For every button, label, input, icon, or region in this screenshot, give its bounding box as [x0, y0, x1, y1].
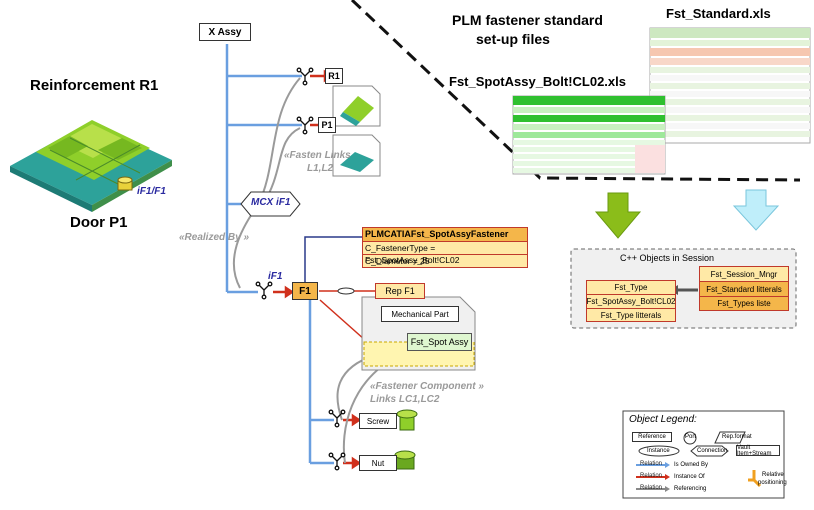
cpp-item-standard-litterals[interactable]: Fst_Standard litterals: [699, 281, 789, 296]
reinforcement-label: Reinforcement R1: [30, 77, 159, 94]
component-links-label-1: «Fastener Component »: [370, 381, 484, 392]
legend-vault: Vault Item+Stream: [736, 445, 780, 457]
legend-rep-format: Rep.format: [722, 434, 752, 440]
r1-document-icon: [332, 85, 381, 127]
position-nodes: [255, 67, 346, 471]
if1-label: iF1: [268, 271, 283, 282]
p1-document-icon: [332, 134, 381, 177]
legend-port: Port: [685, 434, 697, 440]
cpp-item-fst-type[interactable]: Fst_Type: [586, 280, 676, 294]
cpp-title: C++ Objects in Session: [620, 253, 715, 263]
legend-positioning: positioning: [758, 480, 787, 486]
nut-3d-icon: [394, 450, 416, 470]
legend-reference: Reference: [632, 432, 672, 442]
fasten-links-label-2: L1,L2: [307, 163, 334, 174]
fastener-diameter-row: C_Diameter = 25: [363, 255, 527, 267]
grey-curved-links: [232, 77, 401, 464]
cpp-item-session-mngr[interactable]: Fst_Session_Mngr: [699, 266, 789, 281]
fastener-type-row: C_FastenerType = Fst_SpotAssy_Bolt!CL02: [363, 242, 527, 265]
red-arrows: [273, 69, 362, 470]
nut-node[interactable]: Nut: [359, 455, 397, 471]
fastener-link-line: [304, 236, 362, 285]
legend-instance: Instance: [647, 448, 670, 454]
legend-is-owned-by: Is Owned By: [674, 462, 709, 468]
rep-f1-node[interactable]: Rep F1: [375, 283, 425, 299]
title-line-1: PLM fastener standard: [452, 12, 603, 28]
screw-node[interactable]: Screw: [359, 413, 397, 429]
p1-node[interactable]: P1: [318, 117, 336, 133]
cpp-item-type-litterals[interactable]: Fst_Type litterals: [586, 308, 676, 322]
spot-file-label: Fst_SpotAssy_Bolt!CL02.xls: [449, 74, 626, 89]
dashed-separator: [350, 0, 801, 182]
green-down-arrow: [594, 192, 642, 239]
fastener-type-title: PLMCATIAFst_SpotAssyFastener: [363, 228, 527, 242]
realized-by-label: «Realized By »: [179, 232, 250, 243]
legend-referencing: Referencing: [674, 486, 707, 492]
legend-relation-3: Relation: [640, 485, 663, 491]
fst-standard-spreadsheet: [649, 27, 811, 144]
cyan-down-arrow: [732, 189, 780, 231]
legend-relation-2: Relation: [640, 473, 663, 479]
f1-node[interactable]: F1: [292, 282, 318, 300]
reinforcement-part-illustration: [10, 120, 172, 212]
if-label: iF1/F1: [137, 186, 166, 197]
legend-relation-1: Relation: [640, 461, 663, 467]
spot-assy-node[interactable]: Fst_Spot Assy: [407, 333, 472, 351]
screw-3d-icon: [396, 409, 418, 431]
cpp-item-types-liste[interactable]: Fst_Types liste: [699, 296, 789, 311]
component-links-label-2: Links LC1,LC2: [370, 394, 440, 405]
mcx-hexagon: [240, 191, 301, 217]
mcx-label[interactable]: MCX iF1: [251, 197, 291, 208]
fastener-bolt-icon: [117, 176, 133, 191]
std-file-label: Fst_Standard.xls: [666, 6, 771, 21]
cpp-right-stack: Fst_Session_Mngr Fst_Standard litterals …: [699, 266, 789, 311]
r1-node[interactable]: R1: [325, 68, 343, 84]
cpp-item-spotassy[interactable]: Fst_SpotAssy_Bolt!CL02: [586, 294, 676, 308]
cpp-left-stack: Fst_Type Fst_SpotAssy_Bolt!CL02 Fst_Type…: [586, 280, 676, 322]
door-label: Door P1: [70, 214, 128, 231]
legend-title: Object Legend:: [629, 414, 697, 425]
fst-spotassy-spreadsheet: [512, 95, 666, 175]
legend-instance-of: Instance Of: [674, 474, 705, 480]
legend-relative: Relative: [762, 472, 784, 478]
root-node-x-assy[interactable]: X Assy: [199, 23, 251, 41]
mechanical-part-node[interactable]: Mechanical Part: [381, 306, 459, 322]
fastener-type-box[interactable]: PLMCATIAFst_SpotAssyFastener C_FastenerT…: [362, 227, 528, 268]
fasten-links-label-1: «Fasten Links: [284, 150, 351, 161]
tree-lines: [225, 44, 334, 465]
legend-connection: Connection: [697, 448, 728, 454]
title-line-2: set-up files: [476, 31, 550, 47]
